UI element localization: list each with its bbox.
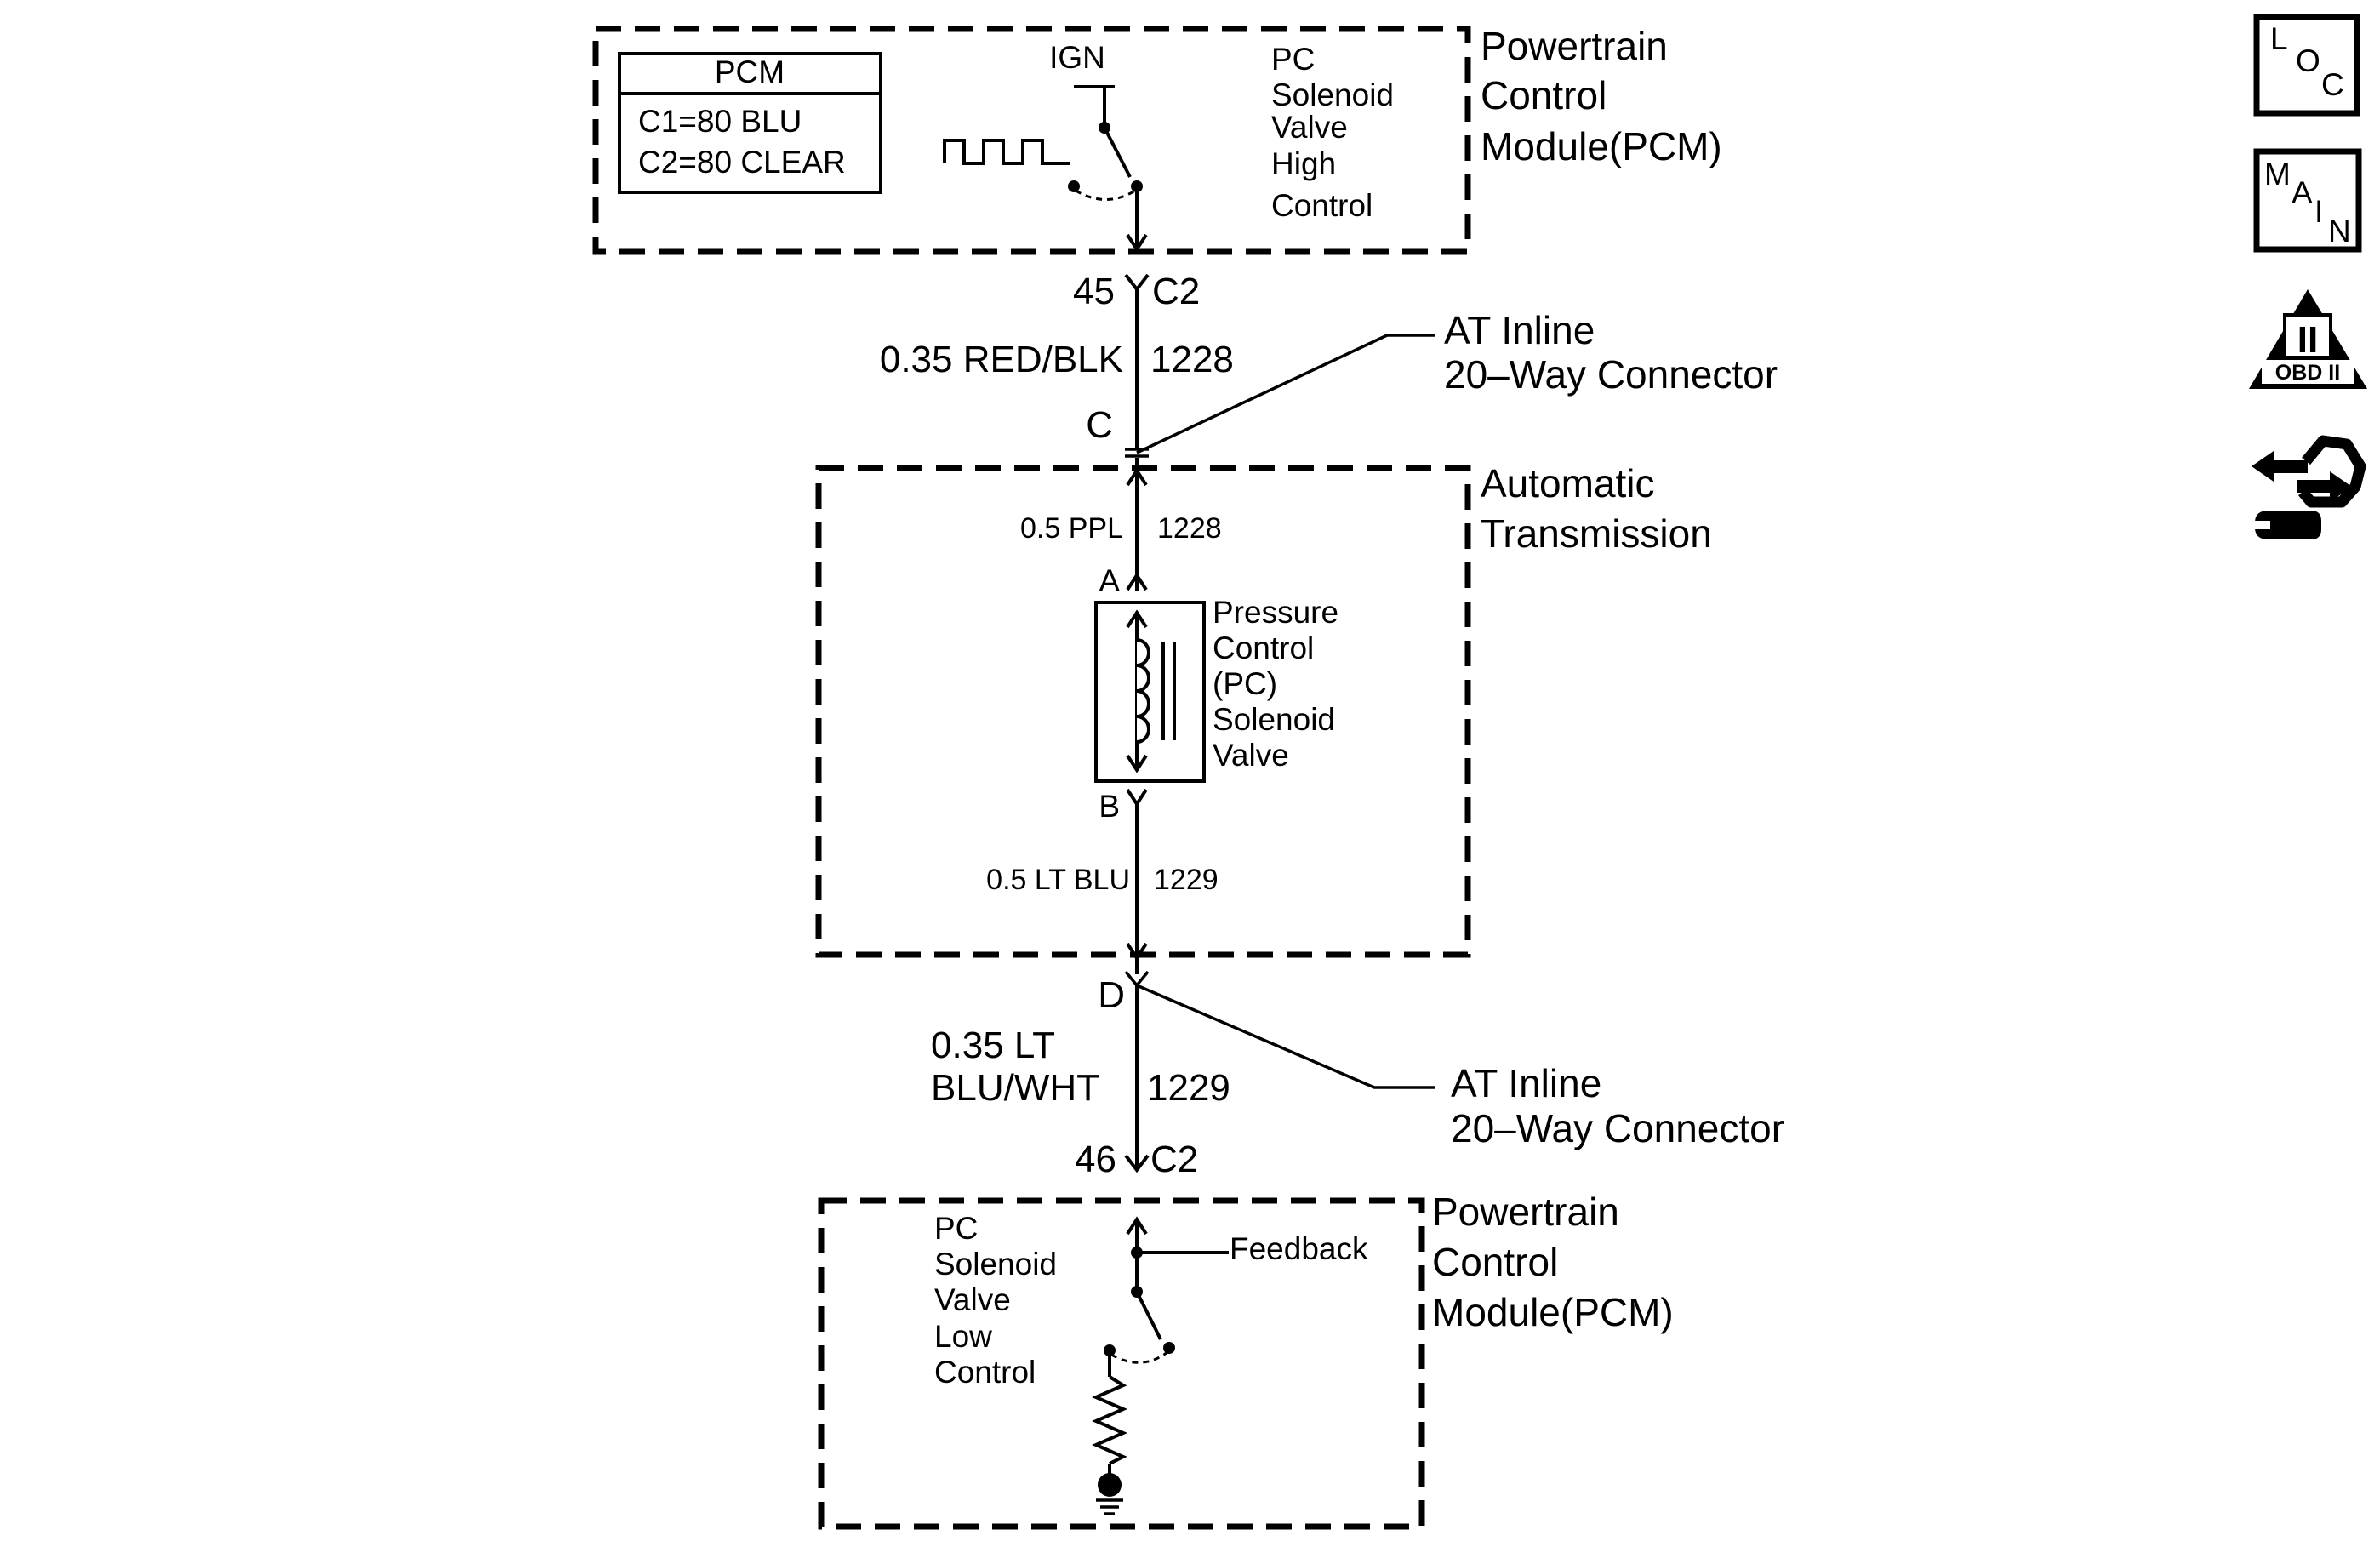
loc-letter-c: C — [2321, 67, 2344, 102]
wire-bottom-size-color-2: BLU/WHT — [931, 1067, 1099, 1109]
main-letter-m: M — [2264, 157, 2291, 191]
svg-text:High: High — [1271, 146, 1336, 181]
trans-pin-b: B — [1099, 789, 1120, 824]
obd-ii-button[interactable]: II OBD II — [2249, 289, 2367, 389]
trans-wire-upper-size-color: 0.5 PPL — [1020, 512, 1123, 545]
pcm-top-title: Powertrain Control Module(PCM) — [1481, 24, 1722, 168]
svg-text:Control: Control — [1213, 631, 1314, 665]
svg-text:Control: Control — [1481, 73, 1607, 117]
inline-top-pin: C — [1086, 404, 1113, 446]
loc-letter-l: L — [2270, 21, 2288, 56]
svg-text:Valve: Valve — [1271, 110, 1348, 145]
main-letter-n: N — [2328, 214, 2351, 248]
pcm-info-title: PCM — [715, 54, 785, 89]
inline-connector-d: D AT Inline 20–Way Connector — [1098, 970, 1784, 1150]
svg-text:Solenoid: Solenoid — [934, 1247, 1057, 1281]
svg-text:Module(PCM): Module(PCM) — [1481, 124, 1722, 168]
connector-c2-pin-46: 46 C2 — [1075, 1139, 1198, 1180]
pcm-bottom-module: Feedback PC Solenoid Valve Low Control P… — [818, 1190, 1674, 1530]
connector-top-pin: 45 — [1073, 271, 1115, 312]
pcm-top-output-arrow — [1126, 233, 1148, 253]
pcm-info-box: PCM C1=80 BLU C2=80 CLEAR — [618, 52, 882, 194]
inline-top-label-1: AT Inline — [1444, 308, 1595, 352]
connector-top-name: C2 — [1152, 271, 1200, 312]
ground-node — [1098, 1473, 1122, 1497]
main-button[interactable]: M A I N — [2253, 148, 2362, 253]
svg-text:Solenoid: Solenoid — [1213, 702, 1335, 737]
inline-top-label-2: 20–Way Connector — [1444, 352, 1778, 397]
wire-top-circuit: 1228 — [1150, 339, 1234, 380]
obd-label: OBD II — [2275, 361, 2340, 385]
svg-text:Solenoid: Solenoid — [1271, 77, 1394, 112]
trans-wire-lower-size-color: 0.5 LT BLU — [986, 864, 1130, 896]
trans-pin-a: A — [1099, 563, 1120, 598]
svg-text:Control: Control — [1432, 1240, 1558, 1284]
inline-bottom-label-2: 20–Way Connector — [1451, 1106, 1784, 1150]
connector-bottom-pin: 46 — [1075, 1139, 1116, 1180]
wire-top-size-color: 0.35 RED/BLK — [880, 339, 1123, 380]
pwm-square-wave-icon — [943, 139, 1070, 165]
svg-text:Powertrain: Powertrain — [1481, 24, 1668, 68]
transmission-module: 0.5 PPL 1228 A Pressure Control (PC) Sol… — [815, 458, 1712, 974]
diagnostic-tool-icon — [2252, 435, 2366, 539]
transmission-title: Automatic Transmission — [1481, 461, 1712, 556]
wire-bottom-circuit: 1229 — [1147, 1067, 1230, 1109]
high-side-driver-switch — [1068, 87, 1148, 253]
pcm-top-module: PCM C1=80 BLU C2=80 CLEAR IGN PC Solenoi… — [592, 24, 1722, 255]
inline-bottom-leader — [1136, 984, 1435, 1089]
svg-text:Pressure: Pressure — [1213, 595, 1338, 630]
svg-text:PC: PC — [934, 1211, 978, 1246]
svg-text:Powertrain: Powertrain — [1432, 1190, 1619, 1234]
obd-numeral: II — [2297, 319, 2318, 361]
inline-bottom-pin: D — [1098, 974, 1125, 1016]
svg-text:(PC): (PC) — [1213, 666, 1277, 701]
trans-wire-lower-circuit: 1229 — [1154, 864, 1219, 896]
ign-label: IGN — [1049, 40, 1105, 75]
svg-text:Low: Low — [934, 1319, 992, 1354]
svg-text:Module(PCM): Module(PCM) — [1432, 1290, 1674, 1334]
ground-icon — [1096, 1498, 1123, 1515]
pcm-top-function-label: PC Solenoid Valve High Control — [1271, 42, 1394, 223]
pcm-bottom-boundary — [818, 1197, 1425, 1530]
inline-bottom-label-1: AT Inline — [1451, 1061, 1601, 1105]
svg-text:Transmission: Transmission — [1481, 511, 1712, 556]
inline-top-leader — [1136, 334, 1435, 454]
connector-bottom-name: C2 — [1150, 1139, 1198, 1180]
svg-text:Valve: Valve — [934, 1282, 1011, 1317]
low-side-driver-switch — [1092, 1216, 1229, 1515]
svg-text:Control: Control — [934, 1355, 1036, 1390]
wire-bottom-size-color-1: 0.35 LT — [931, 1025, 1055, 1066]
pcm-bottom-function-label: PC Solenoid Valve Low Control — [934, 1211, 1057, 1390]
solenoid-coil-icon — [1136, 638, 1150, 744]
trans-wire-upper-circuit: 1228 — [1157, 512, 1222, 545]
loc-letter-o: O — [2296, 43, 2320, 78]
pc-solenoid-label: Pressure Control (PC) Solenoid Valve — [1213, 595, 1338, 773]
feedback-label: Feedback — [1230, 1231, 1368, 1266]
main-letter-i: I — [2314, 194, 2323, 229]
inline-connector-c: C AT Inline 20–Way Connector — [1086, 308, 1778, 458]
connector-c2-pin-45: 45 C2 — [1073, 271, 1200, 312]
pcm-top-boundary — [592, 26, 1471, 255]
transmission-boundary — [815, 465, 1471, 958]
svg-text:Automatic: Automatic — [1481, 461, 1655, 505]
pc-solenoid-valve — [1094, 601, 1206, 783]
loc-button[interactable]: L O C — [2253, 14, 2360, 117]
pull-down-resistor-icon — [1092, 1375, 1127, 1465]
svg-text:Control: Control — [1271, 188, 1373, 223]
pcm-bottom-title: Powertrain Control Module(PCM) — [1432, 1190, 1674, 1334]
diagnostic-button[interactable] — [2252, 435, 2366, 539]
pcm-info-line-2: C2=80 CLEAR — [638, 145, 846, 180]
svg-text:PC: PC — [1271, 42, 1315, 77]
main-letter-a: A — [2292, 175, 2313, 210]
pcm-info-line-1: C1=80 BLU — [638, 104, 802, 139]
svg-text:Valve: Valve — [1213, 738, 1289, 773]
